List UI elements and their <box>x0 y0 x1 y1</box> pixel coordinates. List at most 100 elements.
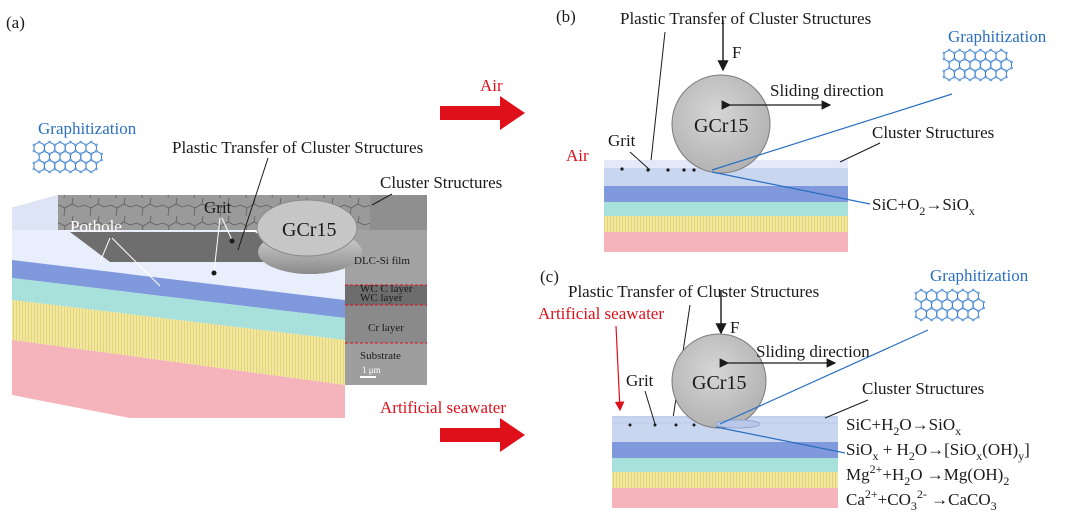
graphene-atom <box>978 78 982 82</box>
graphene-atom <box>919 318 923 322</box>
wcc-label: WC C layer <box>360 283 413 295</box>
graphene-atom <box>74 167 77 171</box>
graphene-atom <box>984 69 987 73</box>
ball-label: GCr15 <box>282 219 336 241</box>
wear-track <box>70 232 300 262</box>
graphene-atom <box>919 300 923 304</box>
graphene-hex <box>953 67 966 81</box>
graphene-atom <box>74 143 77 147</box>
cluster-structures-label: Cluster Structures <box>872 123 994 142</box>
graphene-atom <box>945 309 949 313</box>
graphene-icon <box>914 288 985 322</box>
graphene-atom <box>942 51 946 55</box>
graphene-atom <box>958 78 961 82</box>
graphene-atom <box>924 309 928 313</box>
graphene-atom <box>84 161 88 165</box>
graphene-atom <box>37 140 41 144</box>
graphene-atom <box>942 69 946 73</box>
layer-stack <box>12 195 427 418</box>
graphene-atom <box>952 51 956 55</box>
graphene-atom <box>968 48 972 52</box>
graphene-atom <box>984 51 987 55</box>
graphene-atom <box>914 297 918 301</box>
reaction-oxidation: SiC+O2→SiOx <box>872 195 975 218</box>
panel-a-tag: (a) <box>6 13 25 32</box>
graphene-atom <box>935 297 939 301</box>
plastic-transfer-label: Plastic Transfer of Cluster Structures <box>568 282 819 301</box>
graphene-atom <box>961 288 965 292</box>
graphene-atom <box>999 66 1003 70</box>
graphene-atom <box>32 143 36 147</box>
graphene-atom <box>42 149 46 153</box>
pothole-label: Pothole <box>70 217 122 236</box>
graphene-hex <box>85 159 97 173</box>
graphene-atom <box>958 48 961 52</box>
graphene-atom <box>53 167 57 171</box>
graphene-atom <box>963 69 967 73</box>
ball-label: GCr15 <box>692 372 746 394</box>
graphene-atom <box>63 149 67 153</box>
graphene-atom <box>68 152 72 156</box>
graphene-atom <box>48 140 51 144</box>
sliding-label: Sliding direction <box>756 342 870 361</box>
graphene-atom <box>84 149 88 153</box>
graphene-atom <box>89 152 93 156</box>
graphene-atom <box>956 309 959 313</box>
wc-layer <box>612 442 838 458</box>
graphene-atom <box>950 318 954 322</box>
graphene-atom <box>1004 69 1008 73</box>
graphene-atom <box>63 167 67 171</box>
graphene-atom <box>956 291 959 295</box>
graphene-atom <box>966 309 970 313</box>
gcr15-ball <box>671 74 771 174</box>
grit-label: Grit <box>204 198 232 217</box>
graphene-atom <box>989 78 993 82</box>
graphene-hex <box>925 307 938 321</box>
graphene-atom <box>947 66 951 70</box>
graphene-atom <box>79 170 83 174</box>
graphene-atom <box>956 297 959 301</box>
graphene-atom <box>32 161 36 165</box>
graphene-atom <box>100 158 103 162</box>
graphene-atom <box>84 167 88 171</box>
wc-label: WC layer <box>360 292 403 304</box>
graphene-atom <box>952 57 956 61</box>
graphene-atom <box>994 51 998 55</box>
graphene-atom <box>989 60 993 64</box>
graphene-atom <box>947 48 951 52</box>
cr-label: Cr layer <box>368 322 404 334</box>
cr-teal-layer <box>612 458 838 472</box>
graphene-atom <box>973 57 977 61</box>
graphene-atom <box>42 143 46 147</box>
dlc-si-label: DLC-Si film <box>354 255 410 267</box>
graphene-atom <box>952 75 956 79</box>
graphene-atom <box>1004 57 1008 61</box>
graphene-atom <box>79 140 83 144</box>
arrow-air: Air <box>440 76 525 130</box>
graphene-atom <box>973 51 977 55</box>
film-layer <box>612 424 838 442</box>
graphene-atom <box>48 152 51 156</box>
graphene-atom <box>968 66 972 70</box>
graphene-hex <box>936 307 948 321</box>
graphene-atom <box>935 291 939 295</box>
graphene-atom <box>971 288 975 292</box>
graphene-atom <box>914 291 918 295</box>
film-layer <box>604 168 848 186</box>
graphene-atom <box>973 75 977 79</box>
wc-layer <box>12 260 345 318</box>
wc-layer <box>604 186 848 202</box>
graphene-atom <box>989 48 993 52</box>
grit-particle <box>211 270 217 276</box>
yellow-layer <box>12 300 345 385</box>
cluster-structures-label: Cluster Structures <box>862 379 984 398</box>
graphene-atom <box>958 66 961 70</box>
grit-label: Grit <box>626 371 654 390</box>
graphene-hex <box>946 307 959 321</box>
environment-label: Artificial seawater <box>538 304 664 323</box>
graphene-hex <box>974 67 987 81</box>
panel-c: (c) Plastic Transfer of Cluster Structur… <box>538 266 1030 513</box>
force-label: F <box>732 43 741 62</box>
graphene-atom <box>940 288 944 292</box>
